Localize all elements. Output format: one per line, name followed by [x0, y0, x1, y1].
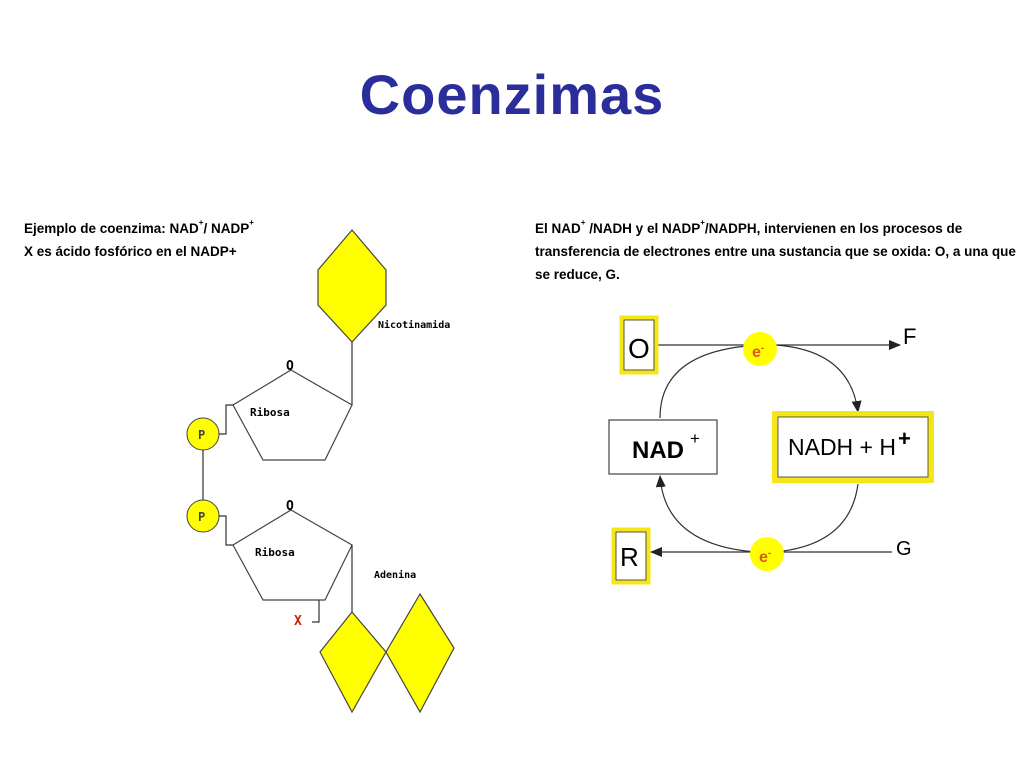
- ribose-bottom-ring: [232, 509, 353, 601]
- adenina-label: Adenina: [374, 569, 416, 581]
- bond-x: [312, 600, 320, 623]
- box-r-label: R: [620, 542, 639, 572]
- left-caption-line2: X es ácido fosfórico en el NADP+: [24, 244, 237, 259]
- electron-bottom: [750, 537, 784, 571]
- nad-box: [608, 419, 718, 475]
- cycle-lower-left: [655, 475, 757, 553]
- ribosa-top-label: Ribosa: [250, 406, 290, 419]
- nadh-label: NADH + H+: [788, 426, 911, 460]
- phosphate-bottom-label: P: [198, 510, 205, 524]
- phosphate-top-label: P: [198, 428, 205, 442]
- nicotinamide-ring: [317, 229, 387, 343]
- electron-top-label: e-: [752, 343, 764, 361]
- nad-structure: Nicotinamida O Ribosa P P O Ribosa X Ade…: [186, 229, 455, 714]
- page-title: Coenzimas: [359, 63, 665, 126]
- right-caption: El NAD+ /NADH y el NADP+/NADPH, intervie…: [535, 217, 1016, 286]
- oxygen-top-label: O: [286, 359, 294, 374]
- cycle-lower-right: [774, 483, 859, 553]
- oxygen-bottom-label: O: [286, 499, 294, 514]
- box-o-label: O: [628, 333, 650, 364]
- right-caption-sup1: +: [580, 218, 586, 227]
- x-label: X: [294, 614, 302, 629]
- ribosa-bottom-label: Ribosa: [255, 546, 295, 559]
- adenine-ring-right: [385, 592, 455, 714]
- left-caption-mid: / NADP: [203, 221, 250, 236]
- nadh-box: [772, 411, 934, 483]
- right-caption-b: /NADH y el NADP: [585, 221, 701, 236]
- nicotinamida-label: Nicotinamida: [378, 319, 450, 331]
- nad-label: NAD+: [632, 429, 700, 464]
- ribose-top-ring: [232, 369, 353, 461]
- left-caption-sup2: +: [249, 218, 254, 227]
- right-caption-line1: El NAD+ /NADH y el NADP+/NADPH, intervie…: [535, 217, 1016, 240]
- left-caption: Ejemplo de coenzima: NAD+/ NADP+ X es ác…: [24, 217, 254, 263]
- right-caption-c: /NADPH, intervienen en los procesos de: [704, 221, 963, 236]
- box-r: [611, 527, 651, 585]
- right-caption-line2: transferencia de electrones entre una su…: [535, 244, 1016, 259]
- bond-ribose-phosphate-bottom: [219, 515, 233, 546]
- bond-ribose-phosphate-top: [219, 404, 233, 435]
- left-caption-sup1: +: [198, 218, 204, 227]
- right-caption-a: El NAD: [535, 221, 581, 236]
- adenine-ring-left: [319, 611, 387, 714]
- cycle-upper-right: [774, 344, 862, 413]
- label-g: G: [896, 538, 912, 560]
- cycle-upper-left: [659, 344, 761, 419]
- label-f: F: [903, 324, 916, 349]
- left-caption-line1: Ejemplo de coenzima: NAD+/ NADP+: [24, 217, 254, 240]
- electron-bottom-label: e-: [759, 548, 771, 566]
- box-o: [619, 315, 659, 375]
- right-caption-line3: se reduce, G.: [535, 267, 620, 282]
- electron-top: [743, 332, 777, 366]
- electron-transfer-diagram: O F e- NAD+ NADH + H+ R G e-: [608, 315, 934, 585]
- right-caption-sup2: +: [700, 218, 705, 227]
- left-caption-prefix: Ejemplo de coenzima: NAD: [24, 221, 199, 236]
